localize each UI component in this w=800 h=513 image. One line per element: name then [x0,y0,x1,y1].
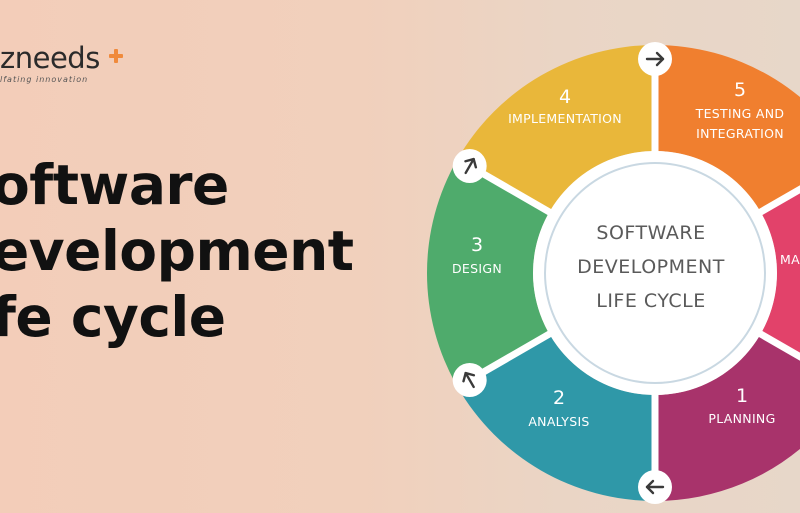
stage-label-2: ANALYSIS [528,414,589,429]
plus-icon [109,49,123,63]
stage-label-6: MA [780,252,800,267]
stage-number-2: 2 [553,387,565,409]
stage-segment-5 [655,45,800,212]
stage-label-1: PLANNING [708,411,775,426]
arrow-icon [638,42,672,76]
stage-number-4: 4 [559,86,571,108]
center-ring [544,162,766,384]
headline-line-3: fe cycle [0,285,226,349]
center-title-line-1: SOFTWARE [596,222,705,244]
arrow-icon [452,149,487,183]
stage-label-5: INTEGRATION [696,126,784,141]
center-title-line-3: LIFE CYCLE [596,290,706,312]
headline-line-2: evelopment [0,219,354,283]
brand-name: zneeds [0,41,100,75]
page-headline: oftware evelopment fe cycle [0,152,362,350]
stage-segment-6 [760,189,800,357]
headline-line-1: oftware [0,153,229,217]
arrow-icon [452,363,487,397]
stage-segment-2 [457,334,655,501]
stage-segment-3 [427,159,550,387]
brand-tagline: lfating innovation [0,75,89,84]
segment-divider-2 [757,185,800,217]
stage-label-5: TESTING AND [695,106,785,121]
stage-label-3: DESIGN [452,261,502,276]
segment-divider-3 [757,329,800,361]
stage-label-4: IMPLEMENTATION [508,111,622,126]
stage-number-5: 5 [734,79,746,101]
stage-number-1: 1 [736,385,748,407]
stage-number-3: 3 [471,234,483,256]
brand-logo: zneeds lfating innovation [0,40,170,90]
stage-segment-4 [457,44,655,212]
center-title-line-2: DEVELOPMENT [577,256,725,278]
center-circle [533,151,777,395]
arrow-icon [638,470,672,504]
